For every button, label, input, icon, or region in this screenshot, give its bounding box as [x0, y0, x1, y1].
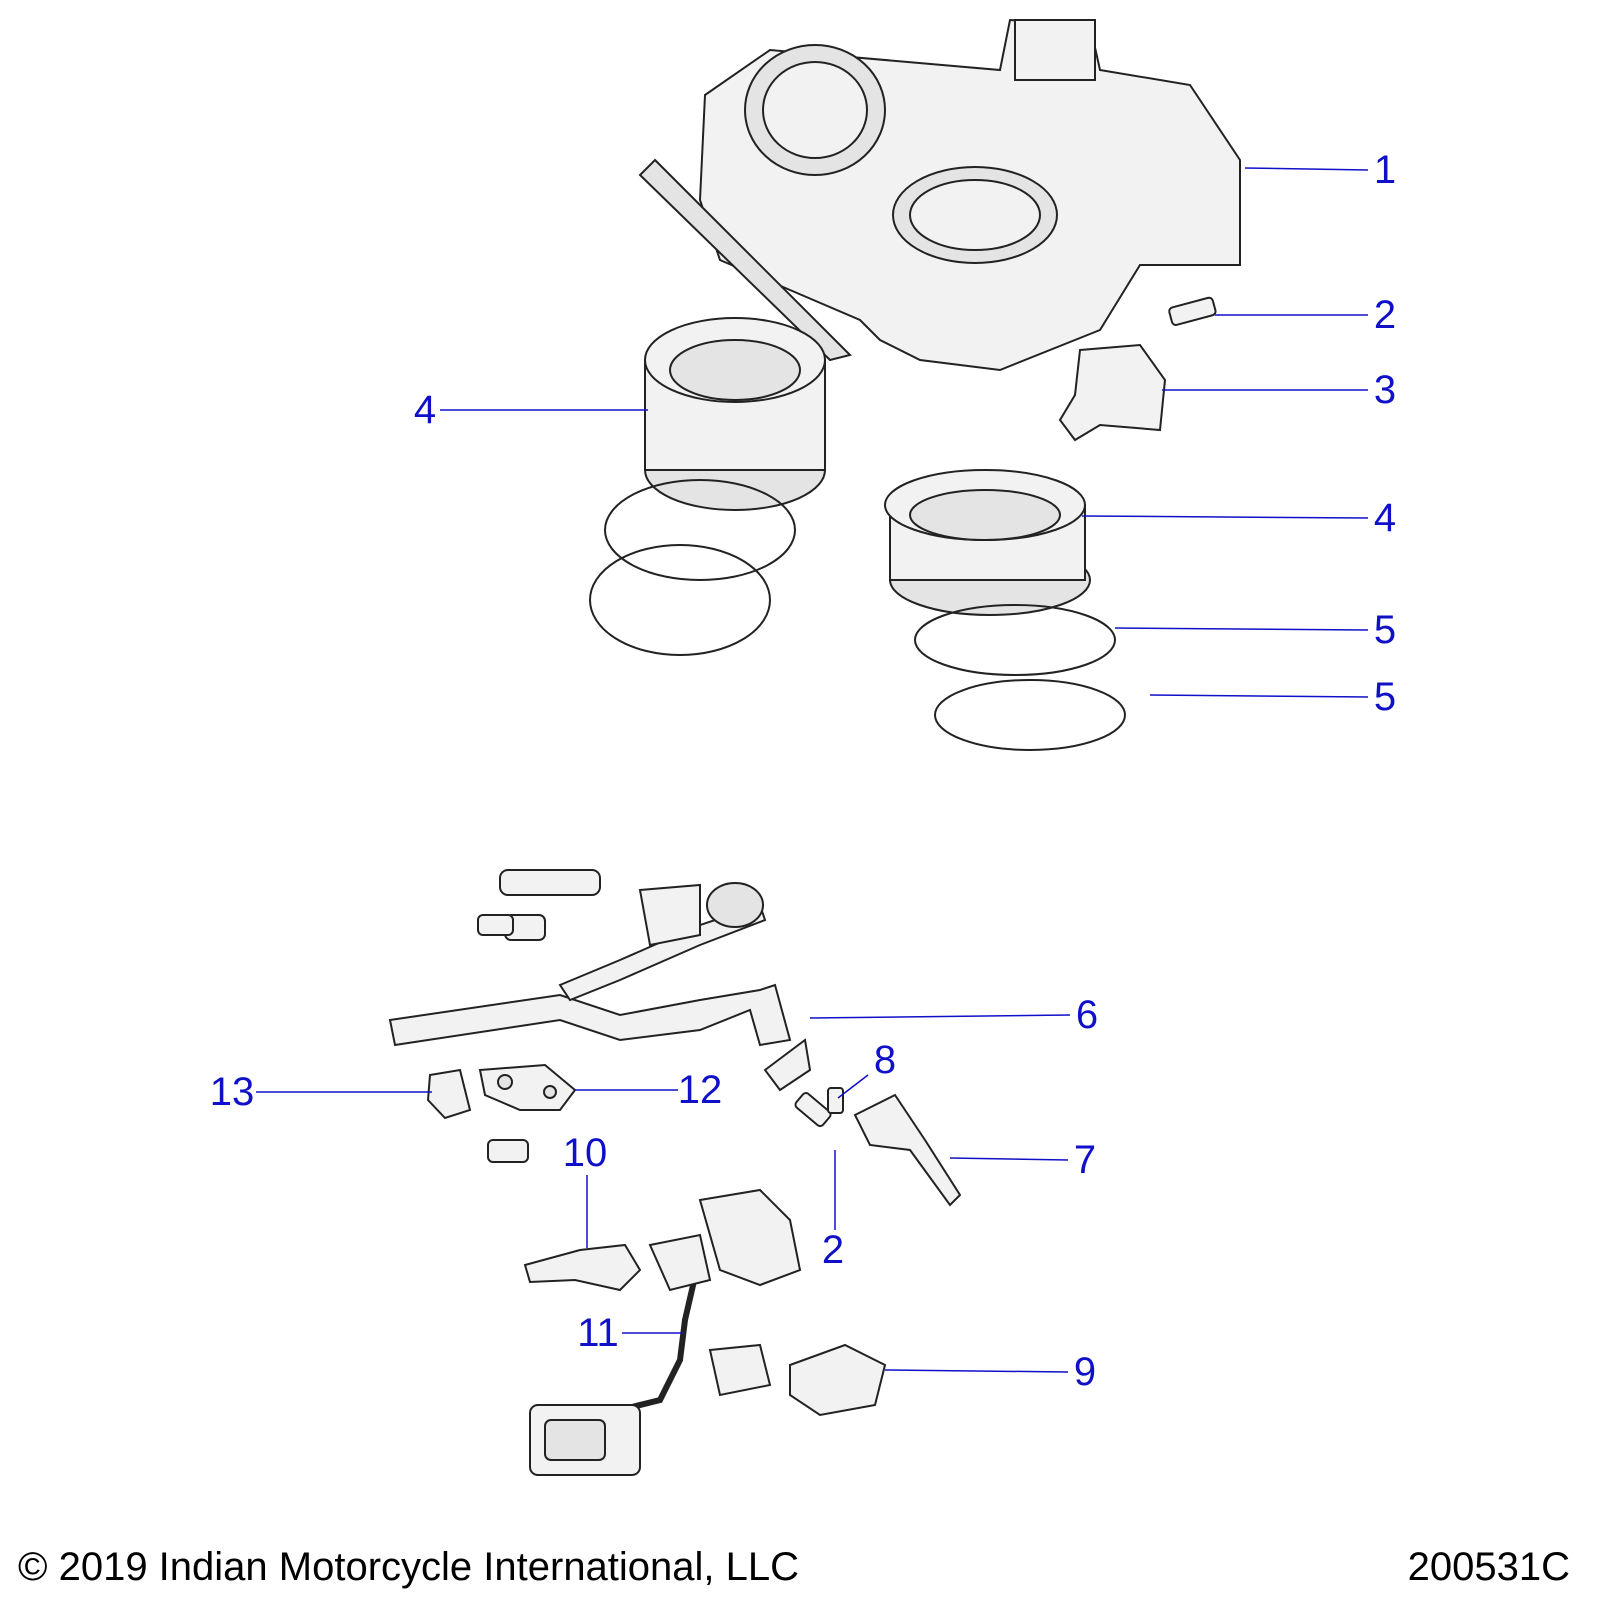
callout-12: 12 [677, 1068, 723, 1112]
intake-coupler-part-right [884, 469, 1091, 616]
callout-8: 8 [873, 1038, 897, 1082]
bolt-part-lower [477, 914, 844, 1163]
callout-3: 3 [1373, 368, 1397, 412]
hose-clamp-part [589, 479, 796, 656]
callout-2: 2 [1373, 293, 1397, 337]
temperature-sensor-part [523, 1243, 642, 1292]
callout-6: 6 [1075, 993, 1099, 1037]
bracket-part [478, 1063, 577, 1111]
copyright-text: © 2019 Indian Motorcycle International, … [18, 1545, 800, 1589]
callout-7: 7 [1073, 1138, 1097, 1182]
callout-5-upper: 5 [1373, 608, 1397, 652]
callout-9: 9 [1073, 1350, 1097, 1394]
clip-part [426, 1068, 472, 1120]
hose-clamp-part-right [914, 604, 1126, 751]
wiring-harness-part [529, 1188, 802, 1476]
bolt-part [1168, 296, 1217, 326]
callout-13: 13 [209, 1070, 255, 1114]
diagram-number: 200531C [1407, 1545, 1570, 1589]
connector-part [789, 1343, 887, 1417]
callout-10: 10 [562, 1131, 608, 1175]
throttle-body-part [638, 18, 1241, 372]
callout-2-lower: 2 [821, 1228, 845, 1272]
callout-1: 1 [1373, 148, 1397, 192]
sensor-part [1058, 343, 1167, 442]
fuel-injector-part [853, 1093, 962, 1207]
leader-lines [256, 167, 1369, 1373]
fuel-rail-part [388, 869, 812, 1092]
callout-5-lower: 5 [1373, 675, 1397, 719]
callout-4-right: 4 [1373, 496, 1397, 540]
callout-11: 11 [577, 1311, 619, 1355]
intake-coupler-part [644, 317, 826, 511]
callout-4-left: 4 [413, 388, 437, 432]
